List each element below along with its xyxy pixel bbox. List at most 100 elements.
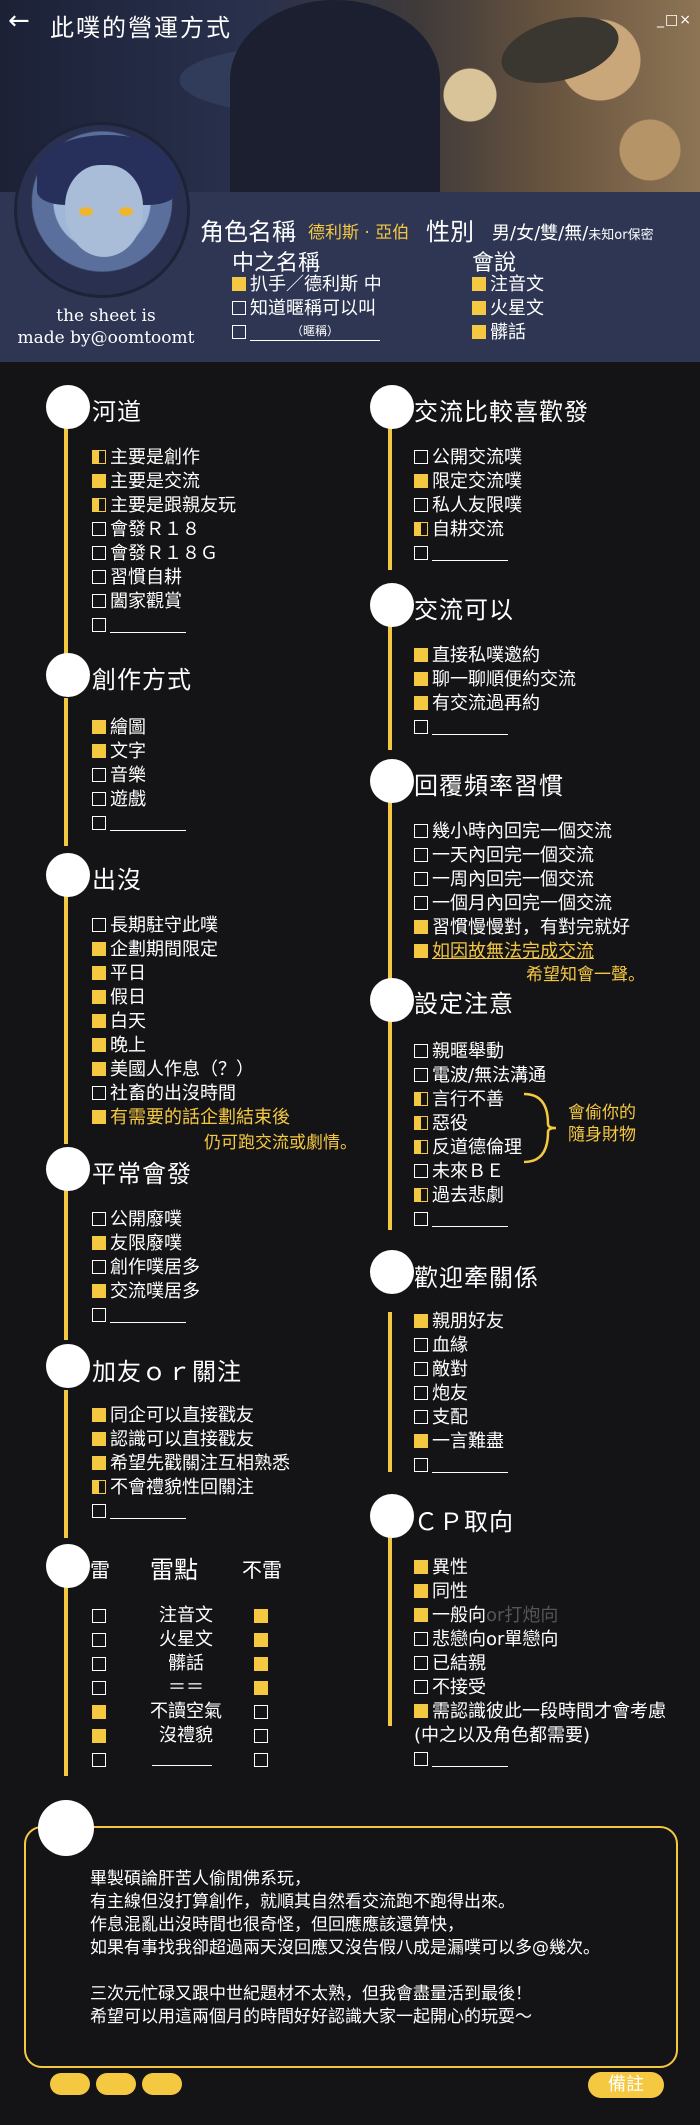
list-item[interactable] — [414, 1454, 508, 1478]
checkbox-icon[interactable] — [92, 1086, 106, 1100]
blank-line[interactable] — [432, 1459, 508, 1473]
blank-line[interactable] — [432, 1753, 508, 1767]
checkbox-icon[interactable] — [92, 1062, 106, 1076]
list-item[interactable] — [414, 716, 576, 740]
checkbox-icon[interactable] — [414, 648, 428, 662]
checkbox-icon[interactable] — [414, 944, 428, 958]
checkbox-icon[interactable] — [414, 1704, 428, 1718]
list-item[interactable]: 私人友限噗 — [414, 494, 522, 518]
checkbox-icon[interactable] — [414, 720, 428, 734]
list-item[interactable]: 白天 — [92, 1010, 290, 1034]
list-item[interactable]: 有交流過再約 — [414, 692, 576, 716]
list-item[interactable]: 友限廢噗 — [92, 1232, 200, 1256]
checkbox-icon[interactable] — [414, 896, 428, 910]
checkbox-icon[interactable] — [472, 325, 486, 339]
list-item[interactable]: 會發Ｒ１８Ｇ — [92, 542, 236, 566]
checkbox-icon[interactable] — [414, 1680, 428, 1694]
checkbox-icon[interactable] — [254, 1633, 268, 1647]
checkbox-icon[interactable] — [414, 1458, 428, 1472]
checkbox-icon[interactable] — [92, 1236, 106, 1250]
list-item[interactable]: 不會禮貌性回關注 — [92, 1476, 290, 1500]
checkbox-icon[interactable] — [92, 792, 106, 806]
blank-line[interactable] — [110, 817, 186, 831]
checkbox-icon[interactable] — [92, 1633, 106, 1647]
checkbox-icon[interactable] — [92, 570, 106, 584]
list-item[interactable]: 晚上 — [92, 1034, 290, 1058]
checkbox-icon[interactable] — [414, 1092, 428, 1106]
list-item[interactable]: 血緣 — [414, 1334, 508, 1358]
checkbox-icon[interactable] — [414, 1116, 428, 1130]
checkbox-icon[interactable] — [254, 1753, 268, 1767]
list-item[interactable]: 反道德倫理 — [414, 1136, 546, 1160]
checkbox-icon[interactable] — [414, 1560, 428, 1574]
list-item[interactable]: 炮友 — [414, 1382, 508, 1406]
checkbox-icon[interactable] — [92, 1480, 106, 1494]
list-item[interactable]: 一天內回完一個交流 — [414, 844, 630, 868]
list-item[interactable]: 異性 — [414, 1556, 666, 1580]
checkbox-icon[interactable] — [414, 1632, 428, 1646]
list-item[interactable]: 遊戲 — [92, 788, 186, 812]
checkbox-icon[interactable] — [414, 1212, 428, 1226]
blank-line[interactable] — [432, 547, 508, 561]
page-pill[interactable] — [142, 2073, 182, 2095]
list-item[interactable] — [92, 614, 236, 638]
checkbox-icon[interactable] — [232, 301, 246, 315]
profile-option[interactable]: 注音文 — [472, 273, 544, 297]
checkbox-icon[interactable] — [92, 498, 106, 512]
checkbox-icon[interactable] — [92, 1212, 106, 1226]
list-item[interactable] — [92, 812, 186, 836]
list-item[interactable]: 希望先戳關注互相熟悉 — [92, 1452, 290, 1476]
profile-option[interactable]: （暱稱） — [232, 321, 382, 345]
list-item[interactable]: 限定交流噗 — [414, 470, 522, 494]
list-item[interactable]: 一般向or打炮向 — [414, 1604, 666, 1628]
checkbox-icon[interactable] — [92, 1504, 106, 1518]
checkbox-icon[interactable] — [92, 1038, 106, 1052]
blank-line[interactable] — [432, 1213, 508, 1227]
remarks-button[interactable]: 備註 — [588, 2072, 664, 2098]
list-item[interactable]: 一個月內回完一個交流 — [414, 892, 630, 916]
list-item[interactable]: 未來ＢＥ — [414, 1160, 546, 1184]
list-item[interactable]: 長期駐守此噗 — [92, 914, 290, 938]
checkbox-icon[interactable] — [92, 1260, 106, 1274]
blank-line[interactable]: （暱稱） — [250, 325, 380, 341]
checkbox-icon[interactable] — [92, 744, 106, 758]
list-item[interactable]: 有需要的話企劃結束後 — [92, 1106, 290, 1130]
checkbox-icon[interactable] — [92, 474, 106, 488]
list-item[interactable]: 一言難盡 — [414, 1430, 508, 1454]
checkbox-icon[interactable] — [92, 1110, 106, 1124]
checkbox-icon[interactable] — [414, 546, 428, 560]
list-item[interactable]: 主要是創作 — [92, 446, 236, 470]
list-item[interactable] — [414, 1208, 546, 1232]
list-item[interactable]: 如因故無法完成交流 — [414, 940, 630, 964]
checkbox-icon[interactable] — [414, 1068, 428, 1082]
list-item[interactable]: 假日 — [92, 986, 290, 1010]
list-item[interactable]: 音樂 — [92, 764, 186, 788]
checkbox-icon[interactable] — [414, 1362, 428, 1376]
blank-line[interactable] — [110, 1505, 186, 1519]
checkbox-icon[interactable] — [92, 1456, 106, 1470]
list-item[interactable] — [92, 1304, 200, 1328]
checkbox-icon[interactable] — [92, 1705, 106, 1719]
checkbox-icon[interactable] — [414, 1140, 428, 1154]
list-item[interactable]: 不接受 — [414, 1676, 666, 1700]
list-item[interactable]: 幾小時內回完一個交流 — [414, 820, 630, 844]
list-item[interactable]: 已結親 — [414, 1652, 666, 1676]
list-item[interactable]: 主要是交流 — [92, 470, 236, 494]
checkbox-icon[interactable] — [414, 672, 428, 686]
list-item[interactable]: 美國人作息（？） — [92, 1058, 290, 1082]
checkbox-icon[interactable] — [92, 522, 106, 536]
list-item[interactable]: 言行不善 — [414, 1088, 546, 1112]
checkbox-icon[interactable] — [92, 1308, 106, 1322]
list-item[interactable]: 習慣自耕 — [92, 566, 236, 590]
checkbox-icon[interactable] — [92, 942, 106, 956]
checkbox-icon[interactable] — [472, 277, 486, 291]
list-item[interactable]: 企劃期間限定 — [92, 938, 290, 962]
checkbox-icon[interactable] — [414, 1656, 428, 1670]
checkbox-icon[interactable] — [414, 824, 428, 838]
checkbox-icon[interactable] — [414, 1338, 428, 1352]
checkbox-icon[interactable] — [414, 920, 428, 934]
list-item[interactable]: 親朋好友 — [414, 1310, 508, 1334]
profile-option[interactable]: 扒手／德利斯 中 — [232, 273, 382, 297]
checkbox-icon[interactable] — [92, 720, 106, 734]
list-item[interactable]: (中之以及角色都需要) — [414, 1724, 666, 1748]
